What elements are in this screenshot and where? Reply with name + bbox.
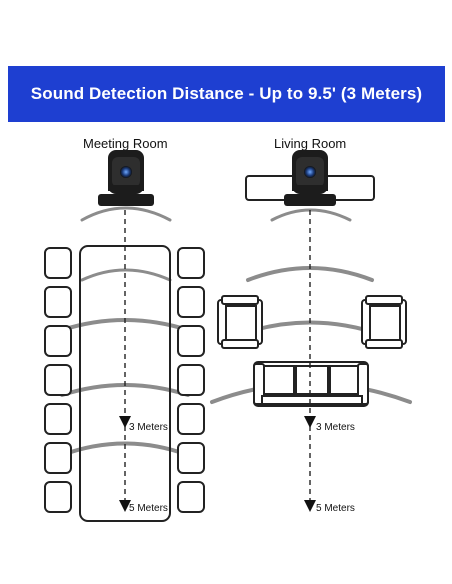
arrow-down-icon bbox=[119, 500, 131, 512]
living-5m-label: 5 Meters bbox=[316, 503, 355, 514]
chair-icon bbox=[177, 403, 205, 435]
living-room-label: Living Room bbox=[274, 136, 347, 151]
meeting-room-diagram bbox=[44, 150, 205, 522]
right-chairs bbox=[177, 247, 205, 513]
chair-icon bbox=[177, 481, 205, 513]
webcam-icon bbox=[284, 150, 336, 206]
chair-icon bbox=[177, 442, 205, 474]
left-chairs bbox=[44, 247, 72, 513]
chair-icon bbox=[44, 403, 72, 435]
armchair-icon bbox=[217, 295, 263, 349]
chair-icon bbox=[44, 325, 72, 357]
arrow-down-icon bbox=[304, 500, 316, 512]
chair-icon bbox=[177, 364, 205, 396]
living-3m-label: 3 Meters bbox=[316, 422, 355, 433]
living-room-diagram bbox=[210, 150, 412, 512]
chair-icon bbox=[177, 325, 205, 357]
chair-icon bbox=[177, 247, 205, 279]
sofa-icon bbox=[253, 361, 369, 407]
chair-icon bbox=[44, 286, 72, 318]
arrow-down-icon bbox=[119, 416, 131, 428]
chair-icon bbox=[44, 247, 72, 279]
arrow-down-icon bbox=[304, 416, 316, 428]
chair-icon bbox=[44, 481, 72, 513]
chair-icon bbox=[44, 442, 72, 474]
webcam-icon bbox=[98, 150, 154, 206]
header-banner: Sound Detection Distance - Up to 9.5' (3… bbox=[8, 66, 445, 122]
banner-title: Sound Detection Distance - Up to 9.5' (3… bbox=[30, 84, 423, 103]
armchair-icon bbox=[361, 295, 407, 349]
meeting-room-label: Meeting Room bbox=[83, 136, 168, 151]
meeting-5m-label: 5 Meters bbox=[129, 503, 168, 514]
chair-icon bbox=[44, 364, 72, 396]
chair-icon bbox=[177, 286, 205, 318]
meeting-3m-label: 3 Meters bbox=[129, 422, 168, 433]
